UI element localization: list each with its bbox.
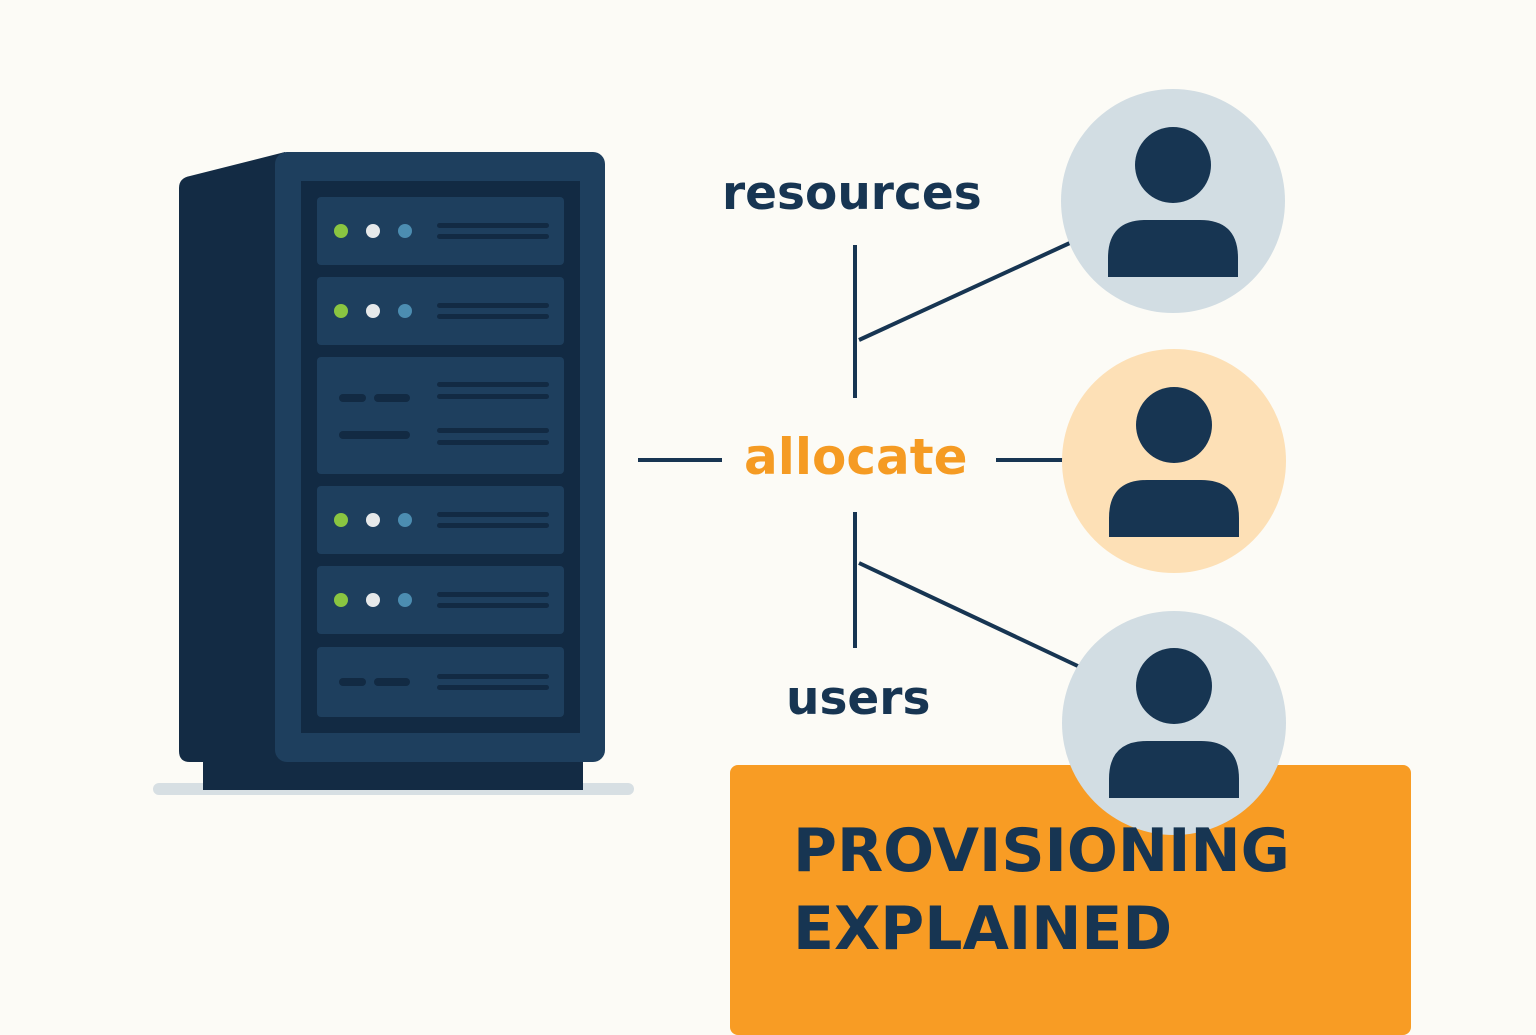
user-avatar-3 <box>1062 611 1286 835</box>
status-led-icon <box>398 593 412 607</box>
status-led-icon <box>334 593 348 607</box>
status-led-icon <box>398 304 412 318</box>
user-icon <box>1109 648 1239 798</box>
connector-lines <box>638 240 1083 670</box>
rack-unit-panel <box>317 647 564 717</box>
label-allocate: allocate <box>744 428 968 486</box>
vent-line <box>437 314 549 319</box>
title-banner <box>730 765 1411 1035</box>
status-led-icon <box>334 224 348 238</box>
vent-line <box>437 603 549 608</box>
user-avatar-1 <box>1061 89 1285 313</box>
slot-icon <box>374 678 410 686</box>
status-led-icon <box>334 513 348 527</box>
banner-title-line-2: EXPLAINED <box>793 894 1173 964</box>
rack-unit <box>317 486 564 554</box>
user-avatar-2-highlighted <box>1062 349 1286 573</box>
status-led-icon <box>366 513 380 527</box>
rack-unit <box>317 197 564 265</box>
status-led-icon <box>398 513 412 527</box>
slot-icon <box>339 678 366 686</box>
vent-line <box>437 382 549 387</box>
slot-icon <box>339 431 410 439</box>
rack-unit-panel <box>317 486 564 554</box>
connector-to-user-1 <box>858 240 1073 342</box>
vent-line <box>437 512 549 517</box>
vent-line <box>437 592 549 597</box>
vent-line <box>437 440 549 445</box>
vent-line <box>437 394 549 399</box>
slot-icon <box>374 394 410 402</box>
status-led-icon <box>334 304 348 318</box>
vent-line <box>437 303 549 308</box>
vent-line <box>437 685 549 690</box>
label-users: users <box>786 671 931 726</box>
label-resources: resources <box>722 166 982 221</box>
rack-unit <box>317 566 564 634</box>
status-led-icon <box>366 304 380 318</box>
rack-units <box>317 197 564 717</box>
rack-unit <box>317 277 564 345</box>
rack-unit <box>317 357 564 474</box>
status-led-icon <box>366 224 380 238</box>
connector-to-user-3 <box>858 561 1083 670</box>
server-side-panel <box>179 152 285 762</box>
vent-line <box>437 234 549 239</box>
vent-line <box>437 428 549 433</box>
rack-unit-panel <box>317 277 564 345</box>
banner-title-line-1: PROVISIONING <box>793 816 1290 886</box>
vent-line <box>437 674 549 679</box>
vent-line <box>437 523 549 528</box>
slot-icon <box>339 394 366 402</box>
banner-title: PROVISIONING EXPLAINED <box>793 812 1290 968</box>
vent-line <box>437 223 549 228</box>
status-led-icon <box>398 224 412 238</box>
server-rack-icon <box>179 152 605 790</box>
user-icon <box>1109 387 1239 537</box>
user-icon <box>1108 127 1238 277</box>
rack-unit-panel <box>317 566 564 634</box>
rack-unit <box>317 647 564 717</box>
rack-unit-panel <box>317 197 564 265</box>
status-led-icon <box>366 593 380 607</box>
